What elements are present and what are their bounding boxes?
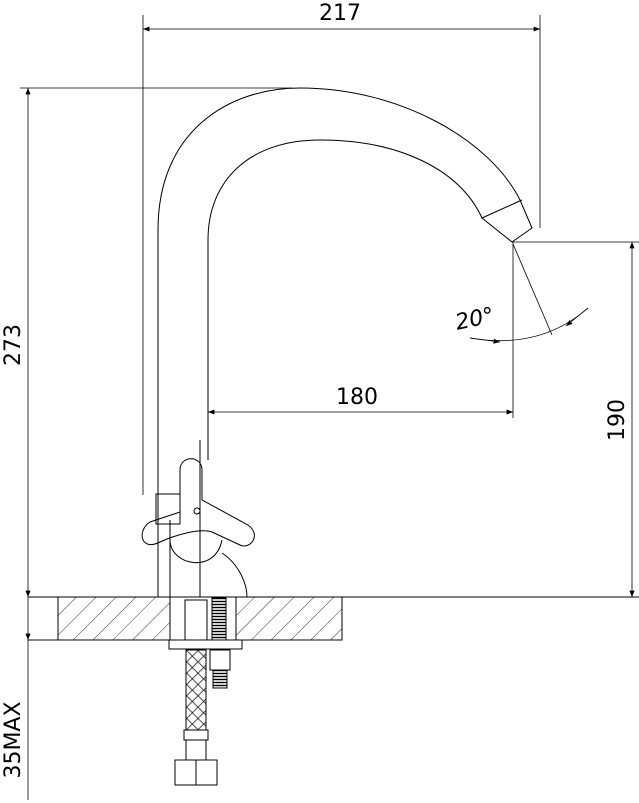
- dimension-spout-height: 190: [512, 241, 639, 597]
- dimension-deck-thickness: 35MAX: [1, 597, 31, 800]
- faucet-spout: [157, 87, 533, 597]
- dimension-width: 217: [142, 1, 541, 495]
- dimension-deck-thickness-label: 35MAX: [1, 701, 26, 778]
- supply-hose: [174, 599, 218, 786]
- faucet-handle: [141, 458, 255, 598]
- dimension-reach: 180: [208, 242, 514, 418]
- mounting-stud: [168, 597, 243, 689]
- countertop: [28, 596, 639, 641]
- dimension-angle: 20°: [453, 243, 589, 344]
- dimension-reach-label: 180: [336, 385, 378, 410]
- dimension-spout-height-label: 190: [605, 399, 630, 441]
- dimension-total-height: 273: [1, 87, 292, 597]
- dimension-angle-label: 20°: [453, 303, 496, 336]
- dimension-total-height-label: 273: [1, 324, 26, 366]
- dimension-width-label: 217: [319, 1, 361, 26]
